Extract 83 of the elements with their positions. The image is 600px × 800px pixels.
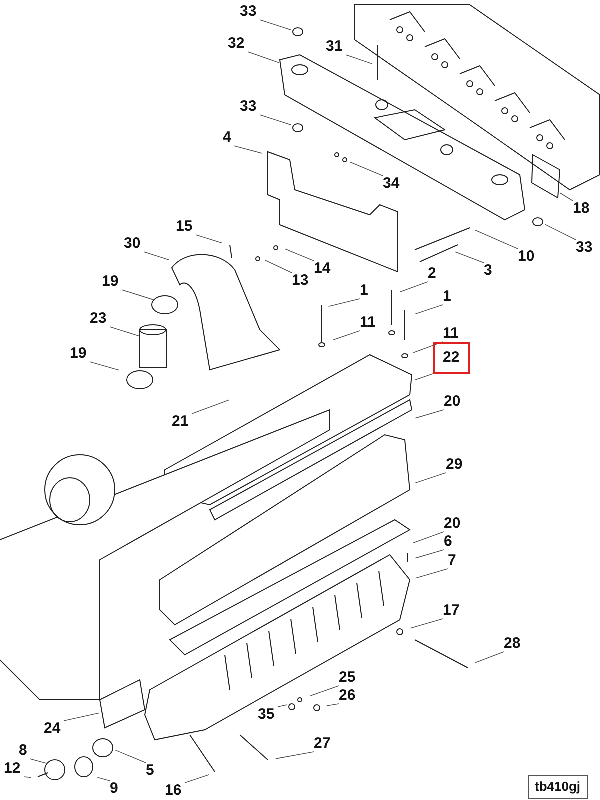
callout-number: 10: [518, 249, 535, 265]
leader-line: [415, 550, 444, 559]
leader-line: [328, 298, 360, 307]
leader-line: [265, 260, 292, 274]
leader-line: [30, 758, 47, 764]
leader-line: [455, 252, 484, 264]
leader-line: [278, 704, 288, 708]
callout-number: 20: [444, 394, 461, 410]
leader-line: [350, 162, 384, 176]
callout-number: 6: [444, 534, 452, 550]
callout-number: 33: [240, 4, 257, 20]
callout-number: 8: [19, 743, 28, 759]
leader-line: [413, 342, 444, 354]
callout-number: 9: [110, 781, 118, 797]
callout-number: 12: [4, 761, 21, 777]
leader-line: [115, 750, 146, 764]
callout-number: 25: [339, 670, 356, 686]
leader-line: [410, 618, 444, 629]
leader-line: [192, 400, 230, 414]
callout-number: 14: [314, 261, 331, 277]
callout-number: 17: [443, 603, 460, 619]
leader-line: [326, 704, 340, 706]
callout-number: 28: [504, 636, 521, 652]
callout-number: 1: [443, 289, 452, 305]
callout-number: 22: [433, 342, 470, 374]
callout-number: 27: [314, 736, 331, 752]
leader-line: [560, 192, 574, 202]
leader-line: [248, 52, 280, 64]
leader-line: [97, 777, 110, 782]
leader-line: [544, 224, 576, 240]
leader-line: [333, 330, 360, 340]
leader-line: [196, 234, 223, 244]
callout-number: 7: [448, 553, 456, 569]
leader-line: [144, 252, 170, 261]
callout-number: 21: [172, 414, 189, 430]
callout-number: 30: [124, 236, 141, 252]
callout-number: 33: [576, 240, 593, 256]
callout-number: 31: [326, 39, 343, 55]
callout-number: 26: [339, 688, 356, 704]
callout-number: 35: [258, 707, 275, 723]
callout-number: 18: [573, 201, 590, 217]
leader-line: [24, 776, 32, 778]
callout-number: 5: [146, 763, 154, 779]
callout-number: 19: [70, 346, 87, 362]
leader-line: [415, 304, 444, 314]
leader-line: [276, 752, 314, 760]
leader-line: [234, 146, 263, 154]
callout-number: 13: [292, 273, 309, 289]
callout-number: 24: [44, 721, 61, 737]
callout-number: 11: [360, 315, 376, 331]
leader-line: [415, 374, 434, 380]
callout-number: 3: [484, 263, 492, 279]
leader-line: [346, 54, 373, 64]
leader-line: [415, 410, 444, 419]
leader-line: [415, 568, 448, 579]
leader-line: [400, 282, 428, 292]
drawing-code: tb410gj: [528, 775, 588, 799]
leader-line: [64, 712, 100, 722]
callout-number: 20: [444, 516, 461, 532]
callout-number: 34: [383, 176, 400, 192]
callout-number: 19: [102, 274, 119, 290]
leader-line: [310, 686, 340, 696]
callout-number: 2: [428, 266, 436, 282]
leader-line: [285, 248, 314, 262]
callout-number: 33: [240, 99, 257, 115]
callout-number: 1: [360, 283, 368, 299]
leader-line: [475, 652, 504, 664]
leader-line: [90, 362, 120, 371]
leader-line: [413, 532, 444, 544]
callout-number: 32: [228, 36, 245, 52]
leader-line: [260, 114, 292, 126]
leader-line: [260, 20, 292, 31]
callout-number: 29: [446, 457, 463, 473]
leader-line: [475, 230, 518, 250]
callout-number: 15: [176, 219, 193, 235]
leader-line: [184, 774, 210, 784]
leader-line: [415, 472, 446, 484]
callout-number: 11: [443, 326, 459, 342]
callout-number: 16: [165, 783, 182, 799]
callout-number: 4: [223, 130, 232, 146]
leader-line: [122, 290, 155, 301]
leader-line: [110, 326, 140, 337]
callout-number: 23: [90, 311, 107, 327]
